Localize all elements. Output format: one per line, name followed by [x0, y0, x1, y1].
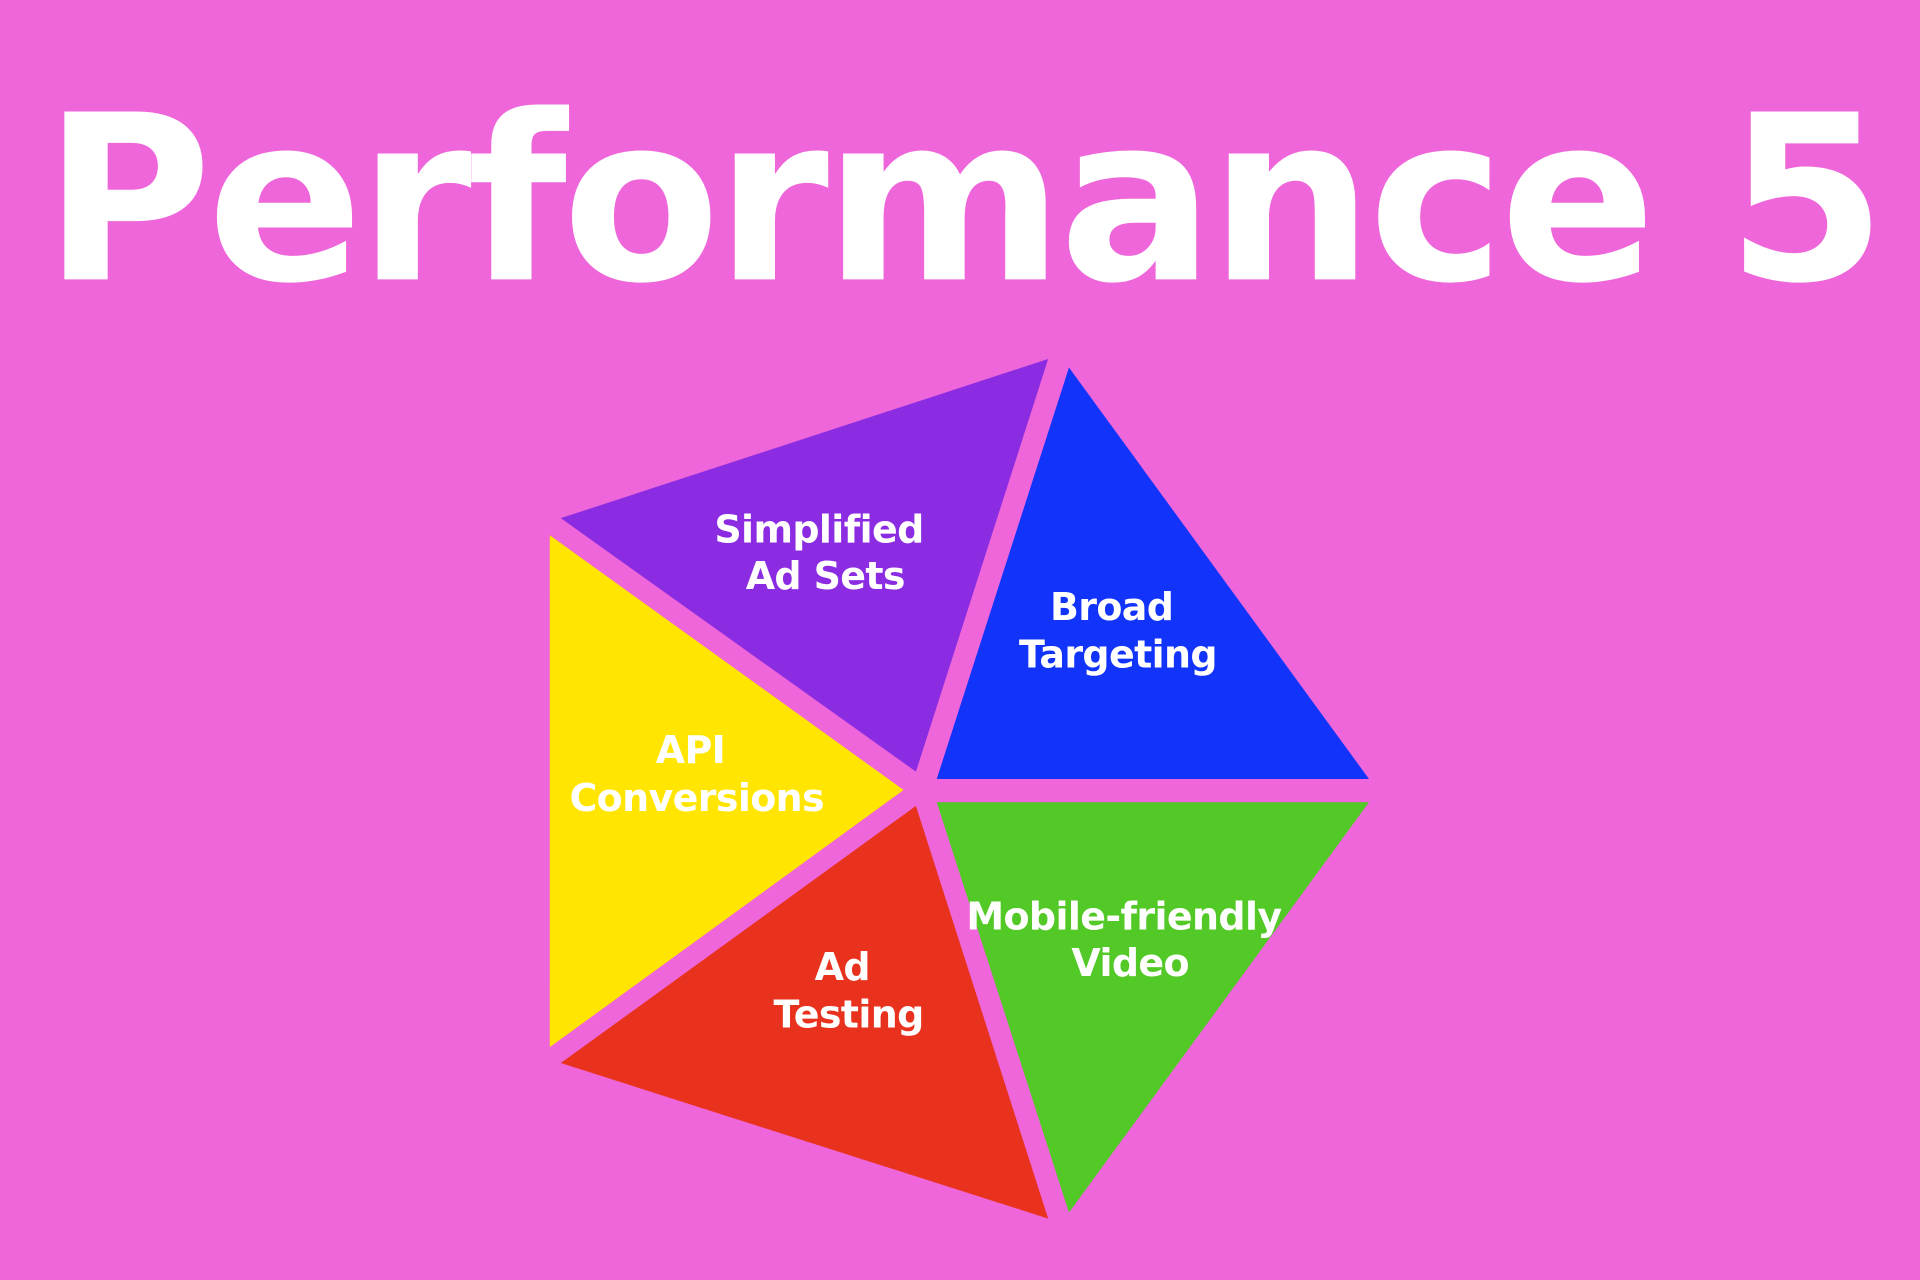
segment-label: Broad Targeting [1019, 585, 1217, 677]
label-line: API [656, 728, 725, 772]
label-line: Ad [815, 945, 870, 989]
label-line: Targeting [1019, 633, 1217, 677]
label-line: Mobile-friendly [966, 895, 1282, 939]
segment-label: Simplified Ad Sets [714, 508, 936, 599]
label-line: Simplified [714, 508, 923, 552]
segment-simplified-ad-sets [560, 358, 1049, 772]
segment-label: Ad Testing [773, 945, 923, 1037]
segment-label: Mobile-friendly Video [966, 895, 1294, 986]
page-title: Performance 5 [43, 66, 1881, 334]
label-line: Testing [773, 993, 923, 1037]
segment-mobile-friendly-video [936, 802, 1369, 1213]
label-line: Conversions [569, 776, 824, 820]
segment-api-conversions [549, 535, 904, 1048]
label-line: Broad [1050, 585, 1173, 629]
segment-broad-targeting [936, 367, 1369, 779]
label-line: Video [1071, 941, 1189, 985]
segment-label: API Conversions [569, 728, 824, 820]
label-line: Ad Sets [746, 554, 905, 598]
segment-ad-testing [560, 805, 1049, 1219]
